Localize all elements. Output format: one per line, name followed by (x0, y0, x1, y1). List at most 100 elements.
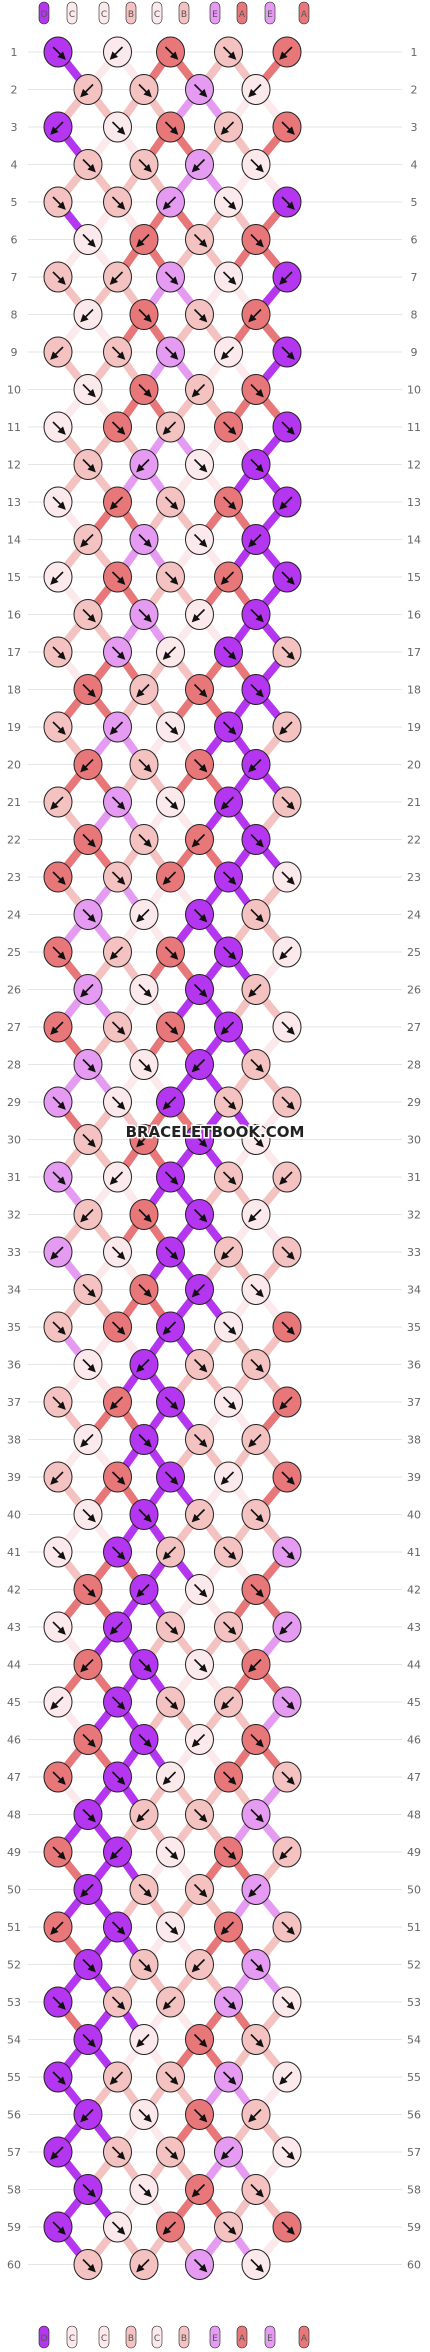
row-number-right: 58 (407, 2184, 421, 2197)
row-number-right: 29 (407, 1096, 421, 1109)
row-number-right: 51 (407, 1921, 421, 1934)
row-number-right: 34 (407, 1284, 421, 1297)
knot (129, 2024, 159, 2055)
knot-forward-arrow-icon (82, 1583, 96, 1598)
knot-forward-arrow-icon (164, 346, 179, 360)
knot (43, 336, 73, 368)
knot-forward-arrow-icon (111, 2146, 126, 2160)
knot-backward-arrow-icon (50, 1021, 64, 1035)
knot-backward-arrow-icon (80, 1208, 94, 1223)
knot (103, 1761, 132, 1793)
knot (241, 1574, 271, 1605)
row-number-right: 47 (407, 1771, 421, 1784)
knot-backward-arrow-icon (50, 2146, 64, 2160)
knot (272, 36, 302, 68)
knot (73, 1649, 103, 1680)
string-letter-bottom: C (154, 2334, 160, 2344)
knot-backward-arrow-icon (80, 308, 94, 323)
knot-forward-arrow-icon (281, 1771, 295, 1785)
knot (43, 861, 73, 893)
knot-forward-arrow-icon (52, 196, 66, 210)
knot-forward-arrow-icon (52, 496, 66, 510)
knot-backward-arrow-icon (191, 2183, 206, 2198)
knot-backward-arrow-icon (50, 1246, 64, 1260)
knot-forward-arrow-icon (193, 1208, 208, 1223)
knot (185, 299, 214, 330)
row-number-right: 50 (407, 1884, 421, 1897)
knot (43, 636, 73, 668)
knot (103, 711, 132, 743)
knot (43, 711, 73, 743)
row-number-right: 52 (407, 1959, 421, 1972)
knot-forward-arrow-icon (82, 1958, 96, 1973)
knot (241, 1199, 271, 1230)
knot (156, 1686, 185, 1718)
knot-forward-arrow-icon (164, 271, 179, 285)
knot-forward-arrow-icon (82, 1358, 96, 1373)
row-number-left: 11 (7, 421, 21, 434)
knot (73, 1349, 103, 1380)
knot (43, 1686, 73, 1718)
row-number-right: 22 (407, 834, 421, 847)
knot-forward-arrow-icon (164, 2071, 179, 2085)
row-number-right: 11 (407, 421, 421, 434)
knot (185, 1124, 214, 1155)
knot (103, 1536, 132, 1568)
knot (185, 1049, 214, 1080)
knot-backward-arrow-icon (109, 1621, 124, 1635)
knot (156, 1011, 185, 1043)
knot-backward-arrow-icon (109, 1396, 124, 1410)
knot (43, 1461, 73, 1493)
row-number-right: 28 (407, 1059, 421, 1072)
knot (185, 224, 214, 255)
knot-backward-arrow-icon (80, 758, 94, 773)
knot (156, 186, 185, 218)
string-letter-bottom: E (267, 2334, 273, 2344)
knot-forward-arrow-icon (281, 1921, 295, 1935)
knot-backward-arrow-icon (191, 158, 206, 173)
string-end-bottom (38, 2325, 50, 2349)
row-number-right: 38 (407, 1434, 421, 1447)
row-number-right: 27 (407, 1021, 421, 1034)
knot-forward-arrow-icon (82, 1808, 96, 1823)
knot-forward-arrow-icon (281, 1021, 295, 1035)
knot (103, 786, 132, 818)
knot-forward-arrow-icon (250, 608, 264, 623)
knot (103, 1236, 132, 1268)
knot (103, 1986, 132, 2018)
row-number-left: 45 (7, 1696, 21, 1709)
string-letter-bottom: A (301, 2334, 308, 2344)
row-number-left: 7 (11, 271, 18, 284)
knot (103, 111, 132, 143)
knot-forward-arrow-icon (164, 1021, 179, 1035)
knot (103, 861, 132, 893)
knot (272, 861, 302, 893)
knot (241, 74, 271, 105)
knot-backward-arrow-icon (220, 1696, 235, 1710)
row-number-left: 46 (7, 1734, 21, 1747)
string-letter-top: B (181, 10, 187, 20)
knot-forward-arrow-icon (222, 1621, 237, 1635)
knot-backward-arrow-icon (162, 1546, 177, 1560)
knot-forward-arrow-icon (193, 1433, 208, 1448)
row-number-right: 2 (411, 84, 418, 97)
knot (214, 786, 243, 818)
knot (43, 786, 73, 818)
string-letter-top: C (69, 10, 75, 20)
knot-forward-arrow-icon (111, 196, 126, 210)
knot-forward-arrow-icon (281, 1246, 295, 1260)
row-number-left: 57 (7, 2146, 21, 2159)
knot-backward-arrow-icon (248, 1883, 262, 1898)
knot-backward-arrow-icon (279, 2071, 293, 2085)
knot-forward-arrow-icon (164, 1696, 179, 1710)
knot-forward-arrow-icon (281, 2146, 295, 2160)
knot-backward-arrow-icon (109, 496, 124, 510)
knot-forward-arrow-icon (193, 533, 208, 548)
knot (214, 936, 243, 968)
row-number-left: 41 (7, 1546, 21, 1559)
knot-forward-arrow-icon (250, 908, 264, 923)
knot-forward-arrow-icon (82, 1058, 96, 1073)
knot (214, 1536, 243, 1568)
row-number-right: 56 (407, 2109, 421, 2122)
row-number-right: 42 (407, 1584, 421, 1597)
